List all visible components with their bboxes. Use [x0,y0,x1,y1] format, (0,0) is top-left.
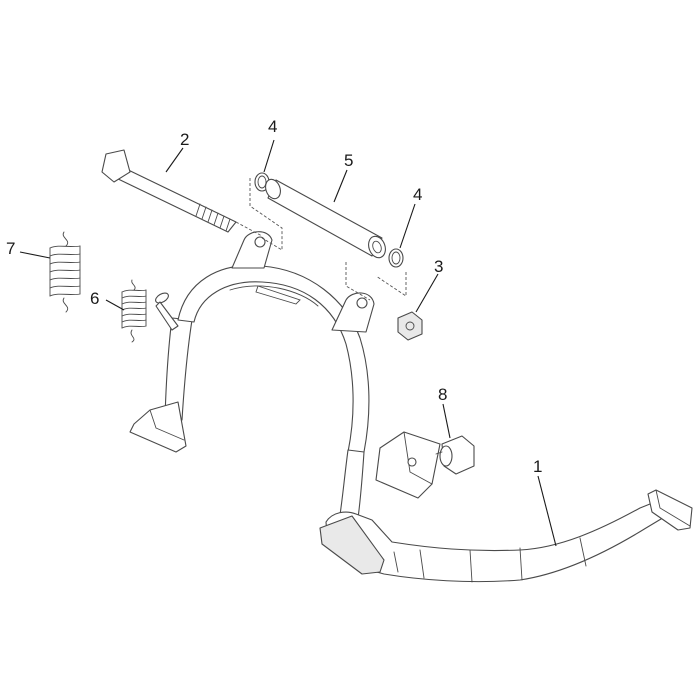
callout-labels: 2 4 5 4 3 8 1 6 7 [6,117,542,476]
part-8-rubber-buffer [435,435,475,475]
part-5-bushing [265,178,386,259]
callout-5: 5 [344,151,353,170]
part-4-oring-lower [388,248,404,268]
callout-4-lower: 4 [413,185,422,204]
part-6-short-spring [121,279,147,343]
leader-lines [19,139,557,547]
callout-1: 1 [533,457,542,476]
callout-3: 3 [434,257,443,276]
stand-pin [155,292,179,331]
callout-7: 7 [6,239,15,258]
callout-4-upper: 4 [268,117,277,136]
part-3-nut [397,311,423,341]
callout-6: 6 [90,289,99,308]
part-2-bolt [101,149,237,233]
callout-8: 8 [438,385,447,404]
callout-2: 2 [180,130,189,149]
assembly-guides [235,178,407,301]
part-1-center-stand [129,231,693,583]
part-7-long-spring [49,231,81,313]
